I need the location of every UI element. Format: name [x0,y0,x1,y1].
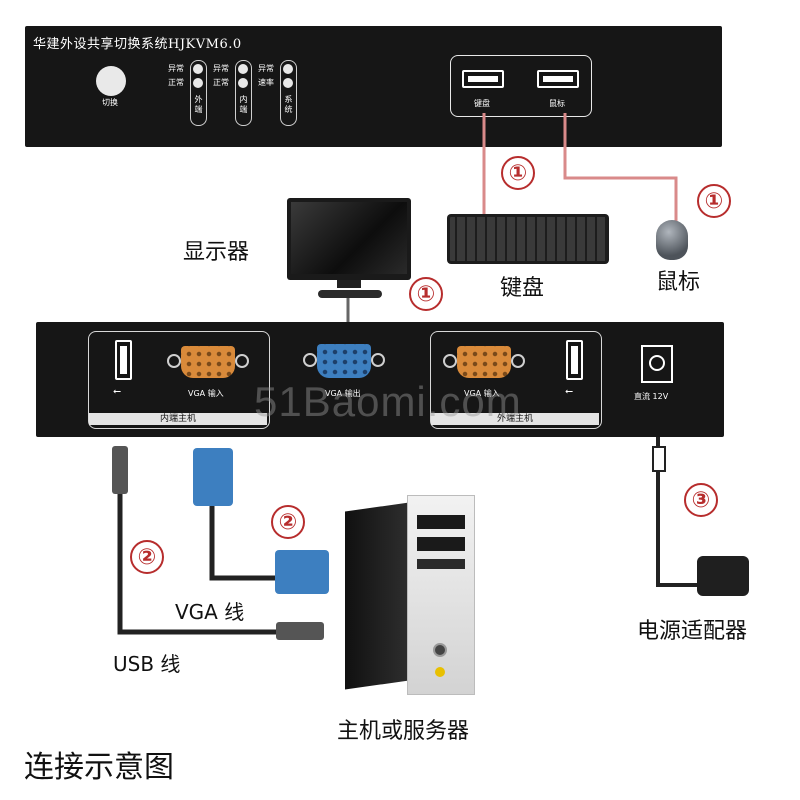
server-tower-icon [345,495,475,695]
marker-usb: ② [130,540,164,574]
mouse-icon [656,220,688,260]
power-label: 直流 12V [634,392,669,401]
led-icon [238,78,248,88]
label-host: 主机或服务器 [337,719,470,744]
led-icon [283,64,293,74]
status-name: 内端 [239,95,248,114]
label-vga-cable: VGA 线 [175,600,245,624]
usb-symbol-icon: ⭠ [113,386,121,397]
usb-cable [117,492,278,635]
status-label-normal: 正常 [213,78,229,87]
vga-output-port[interactable] [303,342,385,382]
status-indicator-system: 系统 [280,60,297,126]
diagram-caption: 连接示意图 [24,750,174,785]
vga-input-port-inner[interactable] [167,344,249,382]
label-keyboard: 键盘 [500,276,545,301]
label-mouse: 鼠标 [656,270,701,295]
top-kvm-device [25,26,722,147]
monitor-base [318,290,382,298]
label-monitor: 显示器 [183,240,250,265]
status-label-normal: 正常 [168,78,184,87]
usb-symbol-icon: ⭠ [565,386,573,397]
usb-port-keyboard[interactable] [462,70,504,88]
marker-monitor: ① [409,277,443,311]
status-name: 外端 [194,95,203,114]
switch-button-label: 切换 [102,98,118,107]
monitor-icon [287,198,411,288]
status-label-error: 异常 [213,64,229,73]
section-inner-label: 内端主机 [89,413,267,425]
vga-input-label-inner: VGA 输入 [188,389,224,398]
section-inner-host [88,331,270,429]
power-port[interactable] [641,345,673,383]
status-name: 系统 [284,95,293,114]
label-power-adapter: 电源适配器 [637,619,748,644]
marker-keyboard: ① [501,156,535,190]
watermark: 51Baomi.com [254,378,522,425]
port-label-keyboard: 键盘 [474,99,490,108]
marker-vga: ② [271,505,305,539]
vga-plug-icon [193,448,233,506]
vga-plug-icon [275,550,329,594]
status-label-error: 异常 [168,64,184,73]
keyboard-icon [447,214,609,264]
section-outer-label: 外端主机 [431,413,599,425]
mouse-cable [563,113,678,222]
port-label-mouse: 鼠标 [549,99,565,108]
section-outer-host [430,331,602,429]
vga-output-label: VGA 输出 [325,389,361,398]
vga-input-port-outer[interactable] [443,344,525,382]
marker-mouse: ① [697,184,731,218]
vga-cable [209,503,276,581]
status-label-error: 异常 [258,64,274,73]
vga-input-label-outer: VGA 输入 [464,389,500,398]
led-icon [238,64,248,74]
led-icon [193,64,203,74]
device-title: 华建外设共享切换系统HJKVM6.0 [33,37,242,52]
switch-button[interactable] [96,66,126,96]
usb-plug-icon [112,446,128,494]
usb-port-panel [450,55,592,117]
label-usb-cable: USB 线 [113,652,181,676]
power-cable [656,418,700,587]
status-indicator-outer: 外端 [190,60,207,126]
marker-power: ③ [684,483,718,517]
usb-plug-icon [276,622,324,640]
status-indicator-inner: 内端 [235,60,252,126]
led-icon [193,78,203,88]
usb-port-outer[interactable] [566,340,583,380]
led-icon [283,78,293,88]
usb-port-inner[interactable] [115,340,132,380]
power-adapter-icon [697,556,749,596]
usb-port-mouse[interactable] [537,70,579,88]
power-plug-icon [652,446,666,472]
status-label-rate: 速率 [258,78,274,87]
